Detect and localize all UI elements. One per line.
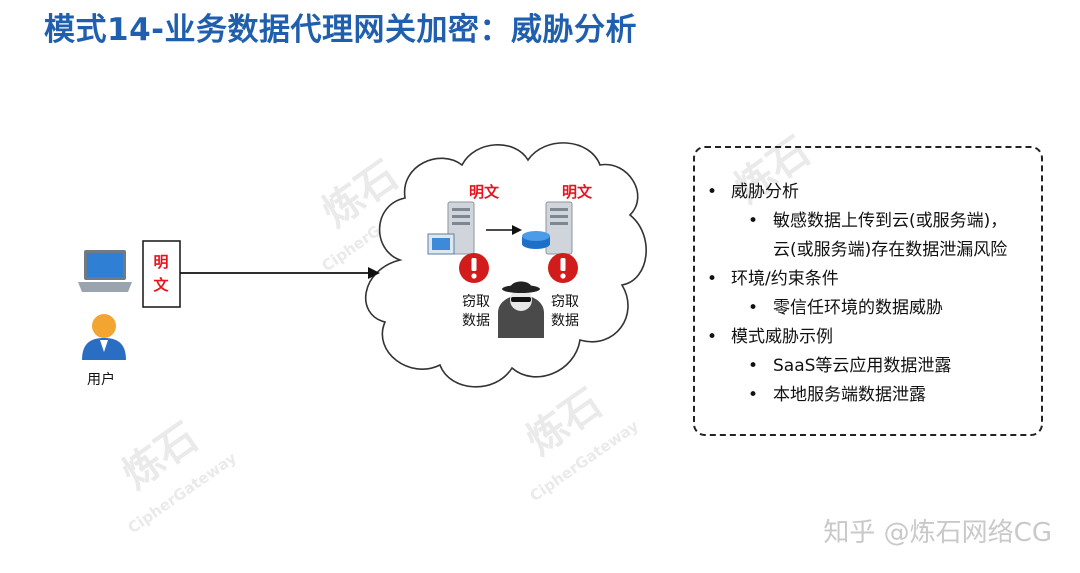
user-label: 用户 [87, 371, 115, 388]
page-title: 模式14-业务数据代理网关加密：威胁分析 [44, 12, 638, 48]
bullet-item-risk: 云(或服务端)存在数据泄漏风险 [773, 240, 1008, 260]
section-threat-analysis: 威胁分析 [701, 178, 1031, 207]
user-icon [82, 314, 126, 360]
bullet-item: SaaS等云应用数据泄露 [701, 352, 1031, 381]
alert-icon [459, 253, 489, 283]
database-icon [522, 231, 550, 249]
section-threat-examples: 模式威胁示例 [701, 323, 1031, 352]
cloud-icon [364, 142, 647, 388]
server-icon [427, 201, 475, 255]
plaintext-box-label-2: 文 [153, 276, 169, 294]
bullet-item: 零信任环境的数据威胁 [701, 294, 1031, 323]
steal-right-line-1: 窃取 [551, 294, 579, 310]
steal-left-line-1: 窃取 [462, 294, 490, 310]
section-environment: 环境/约束条件 [701, 265, 1031, 294]
steal-left-line-2: 数据 [462, 313, 490, 329]
server-right-label: 明文 [562, 183, 593, 201]
footer-attribution: 知乎 @炼石网络CG [823, 518, 1052, 548]
alert-icon [548, 253, 578, 283]
bullet-item: 敏感数据上传到云(或服务端)， [701, 207, 1031, 236]
plaintext-box-label-1: 明 [153, 253, 168, 271]
laptop-icon [78, 250, 132, 292]
bullet-item: 本地服务端数据泄露 [701, 381, 1031, 410]
steal-right-line-2: 数据 [551, 313, 579, 329]
spy-icon [498, 281, 544, 338]
server-icon [545, 201, 573, 255]
server-left-label: 明文 [469, 183, 500, 201]
threat-analysis-box: 威胁分析 敏感数据上传到云(或服务端)， 云(或服务端)存在数据泄漏风险 环境/… [693, 146, 1043, 436]
